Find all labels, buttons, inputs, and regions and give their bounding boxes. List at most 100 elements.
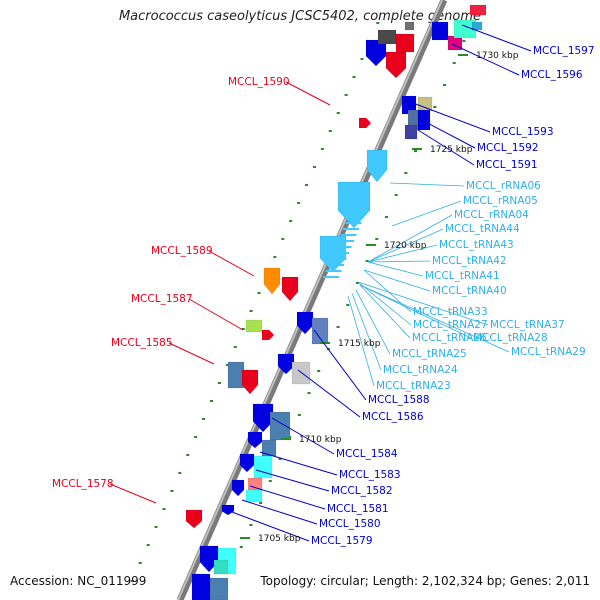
gene-label-left: MCCL_1590 <box>228 76 290 88</box>
skew-dot <box>394 194 398 196</box>
leader-line <box>255 469 330 492</box>
gene-feature <box>252 403 274 433</box>
leader-line <box>313 329 367 401</box>
gene-feature <box>469 4 487 16</box>
leader-line <box>109 483 157 504</box>
gene-feature <box>185 509 203 529</box>
gene-label-right: MCCL_1588 <box>368 394 430 406</box>
leader-line <box>241 499 318 525</box>
skew-dot <box>376 22 380 24</box>
leader-line <box>357 281 489 326</box>
tick-label: 1705 kbp <box>258 534 301 544</box>
gene-feature <box>359 118 371 128</box>
skew-dot <box>344 94 348 96</box>
rna-label: MCCL_tRNA24 <box>383 364 458 376</box>
gene-label-right: MCCL_1579 <box>311 535 373 547</box>
leader-line <box>367 261 424 277</box>
rna-label: MCCL_rRNA05 <box>463 195 538 207</box>
leader-line <box>347 295 375 387</box>
leader-line <box>297 369 361 418</box>
gene-label-right: MCCL_1584 <box>336 448 398 460</box>
skew-dot <box>433 106 437 108</box>
gene-feature <box>404 124 418 140</box>
trna-feature <box>345 222 362 224</box>
rna-label: MCCL_tRNA33 <box>413 306 488 318</box>
skew-dot <box>225 364 229 366</box>
gene-feature <box>395 33 415 53</box>
skew-dot <box>384 216 388 218</box>
gene-feature <box>385 51 407 79</box>
leader-line <box>359 284 411 339</box>
skew-dot <box>414 150 417 152</box>
gene-feature <box>239 453 255 473</box>
leader-line <box>391 200 462 227</box>
rna-label: MCCL_rRNA04 <box>454 209 529 221</box>
skew-dot <box>297 414 301 416</box>
skew-dot <box>146 544 150 546</box>
rna-label: MCCL_tRNA27 <box>413 319 488 331</box>
skew-dot <box>268 480 272 482</box>
gene-label-right: MCCL_1582 <box>331 485 393 497</box>
leader-line <box>259 451 338 476</box>
gene-feature <box>199 545 219 573</box>
trna-feature <box>328 264 344 266</box>
leader-line <box>363 269 412 313</box>
skew-dot <box>154 526 158 528</box>
gene-label-right: MCCL_1586 <box>362 411 424 423</box>
skew-dot <box>317 370 321 372</box>
skew-dot <box>404 172 408 174</box>
skew-dot <box>202 418 206 420</box>
rna-label: MCCL_tRNA41 <box>425 270 500 282</box>
gene-features <box>185 4 487 600</box>
gene-feature <box>417 109 431 131</box>
leader-line <box>357 281 412 326</box>
gene-feature <box>277 353 295 375</box>
gene-label-right: MCCL_1597 <box>533 45 595 57</box>
label-leader-lines <box>109 24 532 542</box>
gene-label-left: MCCL_1589 <box>151 245 213 257</box>
leader-line <box>249 485 326 510</box>
gene-feature <box>253 455 273 479</box>
skew-dot <box>355 282 359 284</box>
gene-feature <box>213 559 229 575</box>
tick-label: 1720 kbp <box>384 241 427 251</box>
skew-dot <box>360 58 364 60</box>
gene-label-left: MCCL_1585 <box>111 337 173 349</box>
skew-dot <box>170 490 174 492</box>
rna-label: MCCL_tRNA28 <box>473 332 548 344</box>
skew-dot <box>241 328 245 330</box>
gene-feature <box>227 361 245 389</box>
trna-feature <box>323 276 339 278</box>
rna-label: MCCL_tRNA26 <box>412 332 487 344</box>
gene-feature <box>471 21 483 31</box>
genome-backbone <box>176 0 448 600</box>
gene-feature <box>262 330 274 340</box>
skew-dot <box>249 310 253 312</box>
trna-feature <box>335 246 352 248</box>
skew-dot <box>239 546 243 548</box>
gene-feature <box>245 319 263 333</box>
topology-label: Topology: circular; Length: 2,102,324 bp… <box>260 574 590 588</box>
leader-line <box>359 284 472 339</box>
leader-line <box>351 292 382 371</box>
leader-line <box>231 511 310 542</box>
leader-line <box>367 260 431 263</box>
leader-line <box>367 228 444 263</box>
rna-label: MCCL_tRNA23 <box>376 380 451 392</box>
leader-line <box>363 269 431 292</box>
skew-dot <box>178 472 182 474</box>
rna-label: MCCL_tRNA40 <box>432 285 507 297</box>
leader-line <box>389 182 465 187</box>
accession-label: Accession: NC_011999 <box>10 574 147 588</box>
leader-line <box>367 244 438 263</box>
gene-feature <box>231 479 245 497</box>
gene-label-right: MCCL_1596 <box>521 69 583 81</box>
gene-feature <box>337 181 371 229</box>
gene-feature <box>209 577 229 600</box>
gene-label-left: MCCL_1578 <box>52 478 114 490</box>
skew-dot <box>336 112 340 114</box>
skew-dot <box>328 130 332 132</box>
skew-dot <box>307 392 311 394</box>
